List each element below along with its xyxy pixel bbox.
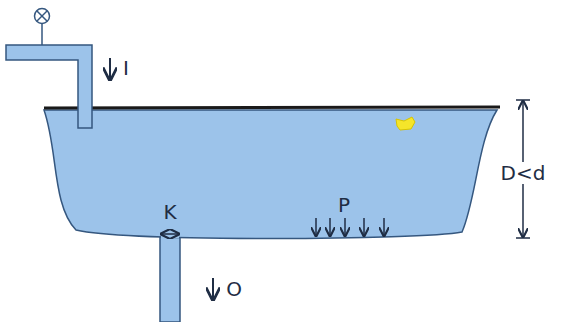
width-arrow: [161, 233, 179, 235]
valve-symbol: [35, 9, 50, 24]
pressure-arrow: [363, 218, 365, 236]
depth-label: D<d: [499, 162, 548, 184]
water-basin: [44, 110, 497, 239]
width-label: K: [163, 202, 176, 222]
outflow-label: O: [226, 279, 242, 299]
valve-stem: [41, 24, 43, 45]
outlet-pipe: [160, 226, 180, 322]
pressure-label: P: [338, 195, 350, 215]
rubber-duck: [396, 117, 415, 130]
inlet-pipe: [6, 45, 92, 128]
pressure-arrow: [315, 218, 317, 236]
water-surface: [44, 107, 500, 108]
pressure-arrows: [316, 218, 384, 236]
pressure-arrow: [344, 218, 346, 236]
outlet-opening: [161, 228, 179, 238]
inflow-label: I: [123, 58, 129, 78]
pressure-arrow: [329, 218, 331, 236]
pressure-arrow: [383, 218, 385, 236]
inflow-arrow: [109, 58, 111, 80]
outflow-arrow: [212, 278, 214, 300]
